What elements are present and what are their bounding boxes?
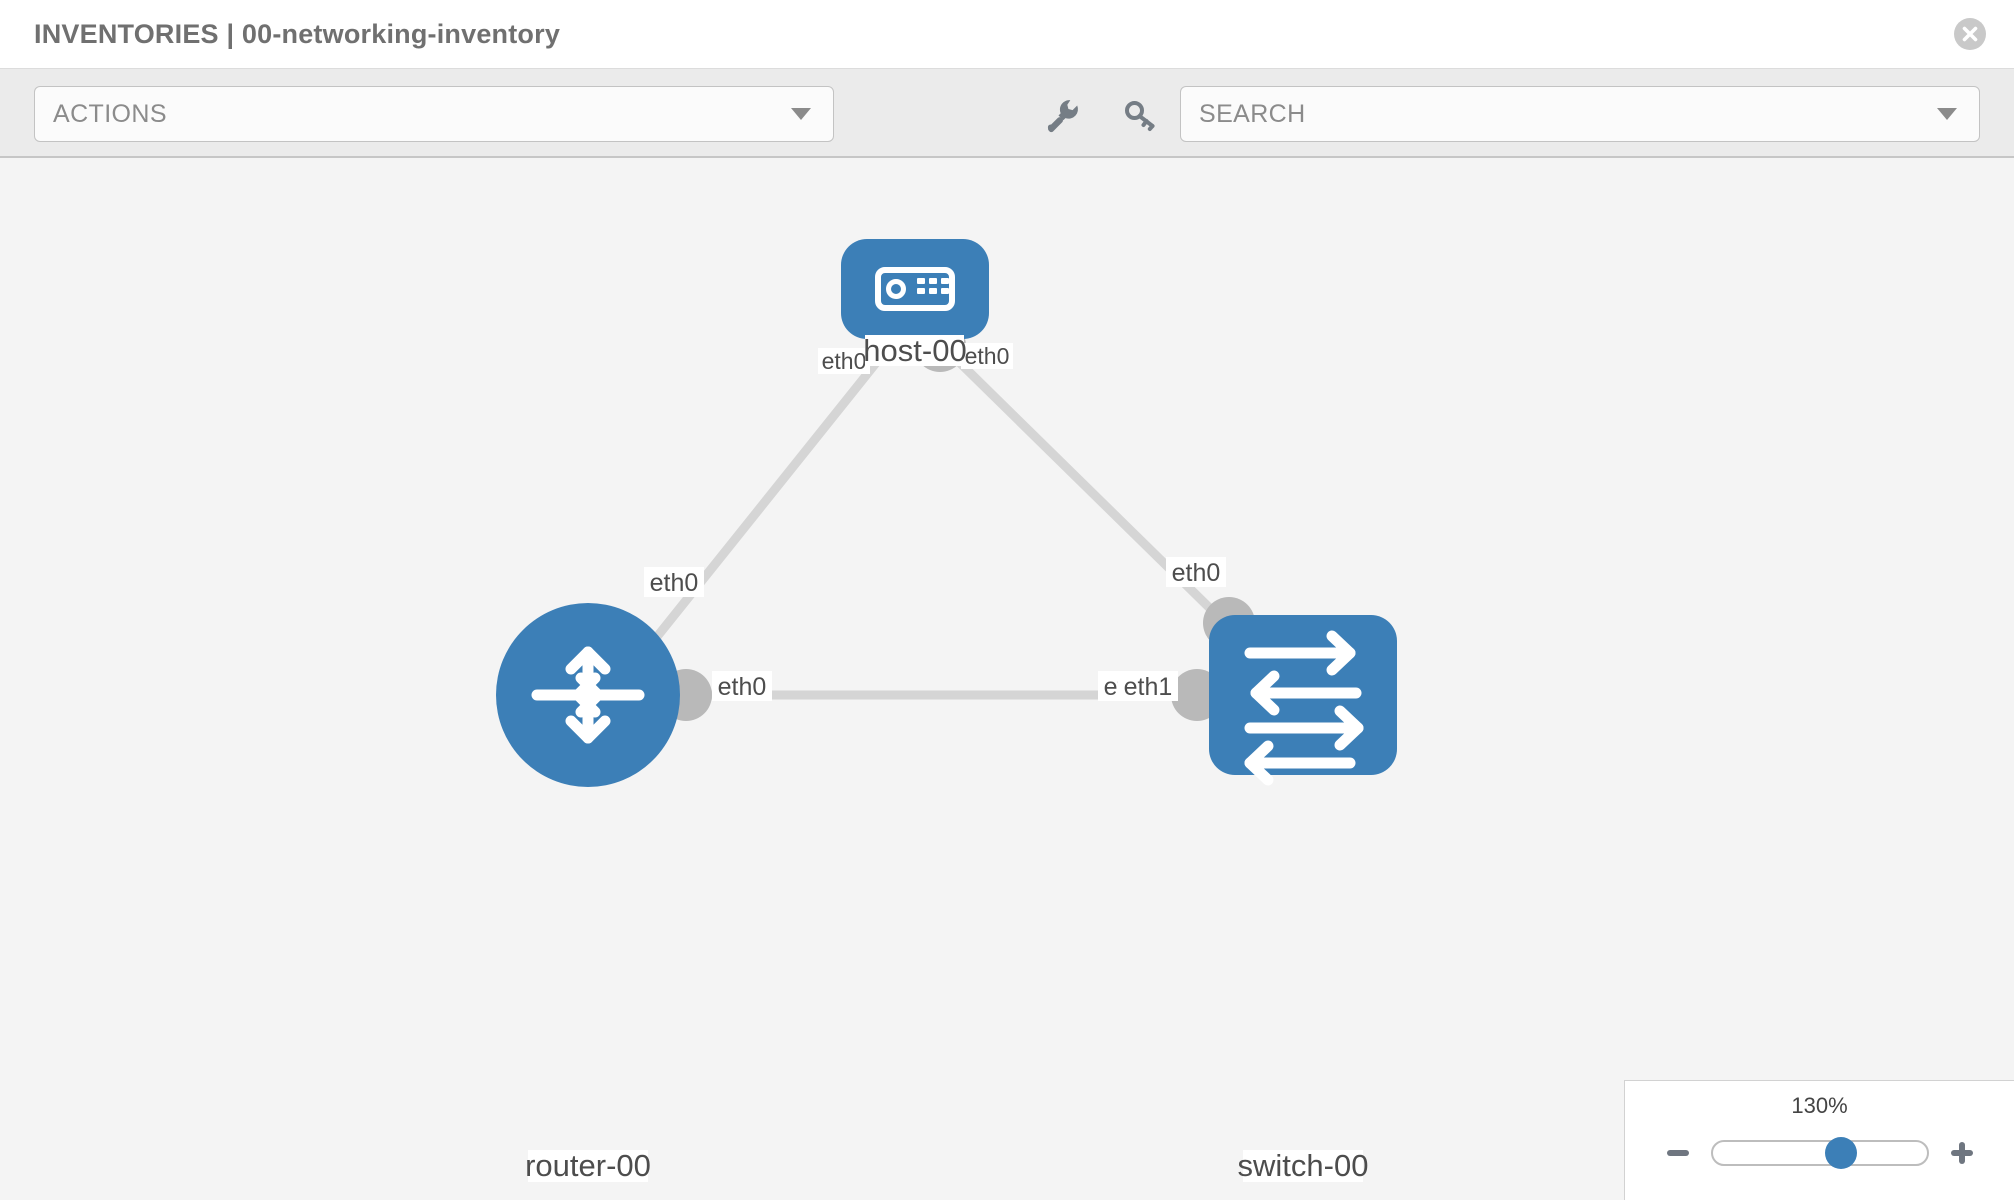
topology-node-switch-00[interactable] — [1209, 615, 1397, 786]
key-icon[interactable] — [1118, 92, 1164, 138]
page-header: INVENTORIES | 00-networking-inventory — [0, 0, 2014, 68]
actions-dropdown[interactable]: ACTIONS — [34, 86, 834, 142]
topology-node-host-00[interactable] — [841, 239, 989, 339]
edge-host00-router00[interactable] — [636, 355, 884, 661]
topology-node-router-00[interactable] — [496, 603, 680, 787]
chevron-down-icon — [791, 108, 811, 120]
zoom-in-button[interactable] — [1945, 1136, 1979, 1170]
topology-edges — [636, 354, 1234, 700]
search-input[interactable]: SEARCH — [1180, 86, 1980, 142]
search-placeholder-label: SEARCH — [1199, 99, 1306, 128]
chevron-down-icon — [1937, 108, 1957, 120]
zoom-control-panel: 130% — [1624, 1080, 2014, 1200]
node-label-host-00: host-00 — [863, 333, 966, 368]
zoom-out-button[interactable] — [1661, 1136, 1695, 1170]
wrench-icon[interactable] — [1040, 92, 1086, 138]
server-icon — [875, 267, 955, 311]
topology-canvas[interactable]: eth0 eth0 eth0 eth0 eth0 eth0 eth1 — [0, 158, 2014, 1200]
zoom-slider-thumb[interactable] — [1824, 1137, 1857, 1169]
page-title: INVENTORIES | 00-networking-inventory — [34, 18, 561, 49]
toolbar: ACTIONS — [0, 68, 2014, 158]
zoom-slider[interactable] — [1710, 1137, 1929, 1169]
edge-label: eth0 — [822, 348, 867, 374]
router-icon — [531, 646, 645, 744]
edge-label: eth0 — [718, 673, 767, 701]
zoom-level-value: 130% — [1791, 1093, 1848, 1118]
edge-label: eth1 — [1124, 673, 1173, 701]
topology-node-labels: host-00 router-00 switch-00 — [525, 333, 1368, 1183]
close-circle-icon[interactable] — [1953, 17, 1987, 51]
topology-graph[interactable]: eth0 eth0 eth0 eth0 eth0 eth0 eth1 — [0, 158, 2014, 1200]
node-label-switch-00: switch-00 — [1238, 1148, 1369, 1183]
edge-host00-switch00[interactable] — [951, 354, 1234, 632]
edge-label: eth0 — [965, 343, 1010, 369]
zoom-slider-row — [1625, 1131, 2014, 1175]
topology-edge-labels: eth0 eth0 eth0 eth0 eth0 eth0 eth1 — [644, 343, 1226, 701]
toolbar-icon-group — [1040, 87, 1164, 143]
node-label-router-00: router-00 — [525, 1148, 651, 1183]
edge-label: eth0 — [1172, 559, 1221, 587]
actions-dropdown-label: ACTIONS — [53, 99, 167, 128]
edge-label: eth0 — [650, 569, 699, 597]
switch-icon — [1244, 630, 1364, 786]
